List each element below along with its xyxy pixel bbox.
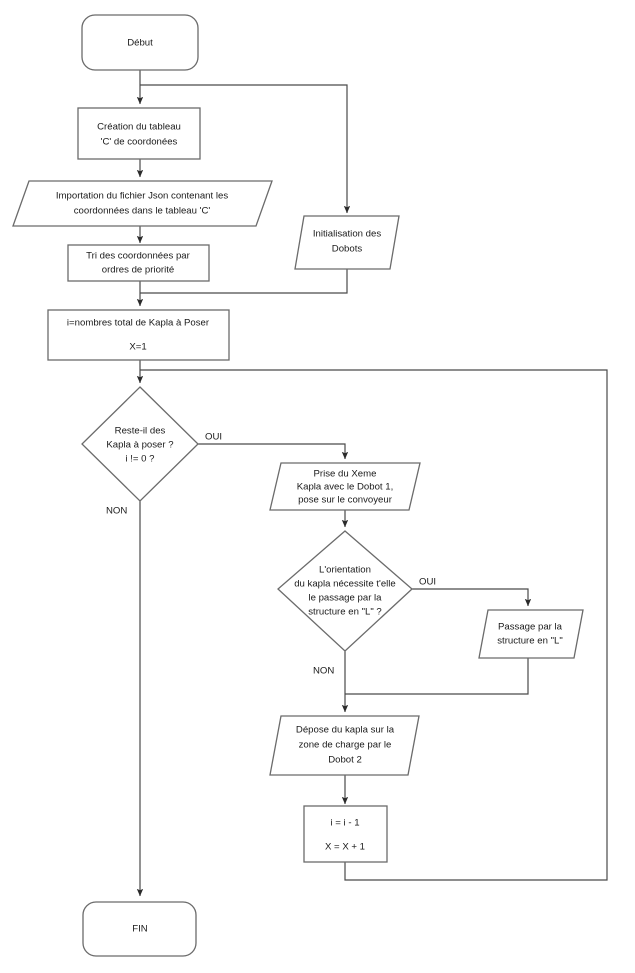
pass-l-structure-shape	[478, 609, 584, 659]
sort-coords-label-line2: ordres de priorité	[102, 265, 175, 276]
sort-coords-label-line1: Tri des coordonnées par	[86, 251, 190, 262]
init-counters-label-line1: i=nombres total de Kapla à Poser	[67, 318, 210, 329]
decision-orientation-label-line3: le passage par la	[308, 593, 382, 604]
pick-kapla-label-line3: pose sur le convoyeur	[298, 495, 393, 506]
create-array-shape	[77, 107, 201, 160]
connector-orientation-yes-to-pass-l	[412, 588, 532, 607]
connector-start-to-init-dobots	[140, 84, 351, 214]
connector-remaining-yes-to-pick	[198, 443, 349, 460]
node-init-counters[interactable]: i=nombres total de Kapla à Poser X=1	[47, 309, 230, 361]
create-array-label-line1: Création du tableau	[97, 122, 181, 133]
decision-remaining-label-line3: i != 0 ?	[125, 454, 154, 465]
init-dobots-label-line1: Initialisation des	[313, 229, 381, 240]
decision-orientation-label-line1: L'orientation	[319, 565, 371, 576]
node-end[interactable]: FIN	[82, 901, 197, 957]
connector-pass-l-to-merge	[345, 658, 529, 695]
init-counters-shape	[47, 309, 230, 361]
decision-remaining-shape	[81, 386, 199, 502]
connector-loop-return	[140, 369, 608, 881]
connector-init-dobots-to-spine	[140, 269, 348, 294]
sort-coords-shape	[67, 244, 210, 282]
node-pick-kapla[interactable]: Prise du Xeme Kapla avec le Dobot 1, pos…	[269, 462, 421, 511]
update-counters-shape	[303, 805, 388, 863]
drop-kapla-label-line1: Dépose du kapla sur la	[296, 725, 395, 736]
edge-label-remaining-yes: OUI	[205, 432, 222, 443]
edge-label-orientation-yes: OUI	[419, 577, 436, 588]
init-dobots-shape	[294, 215, 400, 270]
init-counters-label-line2: X=1	[129, 342, 146, 353]
update-counters-label-line1: i = i - 1	[330, 818, 359, 829]
edge-label-orientation-no: NON	[313, 666, 334, 677]
init-dobots-label-line2: Dobots	[332, 244, 363, 255]
node-import-json[interactable]: Importation du fichier Json contenant le…	[12, 180, 273, 227]
start-label: Début	[127, 38, 153, 49]
drop-kapla-label-line3: Dobot 2	[328, 755, 362, 766]
node-decision-orientation[interactable]: L'orientation du kapla nécessite t'elle …	[277, 530, 413, 652]
decision-orientation-shape	[277, 530, 413, 652]
drop-kapla-label-line2: zone de charge par le	[299, 740, 392, 751]
decision-remaining-label-line2: Kapla à poser ?	[106, 440, 173, 451]
update-counters-label-line2: X = X + 1	[325, 842, 365, 853]
end-label: FIN	[132, 924, 148, 935]
node-start[interactable]: Début	[81, 14, 199, 71]
pick-kapla-label-line2: Kapla avec le Dobot 1,	[297, 482, 394, 493]
node-init-dobots[interactable]: Initialisation des Dobots	[294, 215, 400, 270]
edge-label-remaining-no: NON	[106, 506, 127, 517]
start-shape	[81, 14, 199, 71]
node-sort-coords[interactable]: Tri des coordonnées par ordres de priori…	[67, 244, 210, 282]
drop-kapla-shape	[269, 715, 420, 776]
pass-l-structure-label-line2: structure en "L"	[497, 636, 562, 647]
node-update-counters[interactable]: i = i - 1 X = X + 1	[303, 805, 388, 863]
import-json-label-line2: coordonnées dans le tableau 'C'	[74, 206, 211, 217]
decision-remaining-label-line1: Reste-il des	[115, 426, 166, 437]
node-decision-remaining[interactable]: Reste-il des Kapla à poser ? i != 0 ?	[81, 386, 199, 502]
node-create-array[interactable]: Création du tableau 'C' de coordonées	[77, 107, 201, 160]
create-array-label-line2: 'C' de coordonées	[101, 137, 178, 148]
decision-orientation-label-line2: du kapla nécessite t'elle	[294, 579, 396, 590]
import-json-label-line1: Importation du fichier Json contenant le…	[56, 191, 228, 202]
decision-orientation-label-line4: structure en "L" ?	[308, 607, 381, 618]
end-shape	[82, 901, 197, 957]
node-drop-kapla[interactable]: Dépose du kapla sur la zone de charge pa…	[269, 715, 420, 776]
node-pass-l-structure[interactable]: Passage par la structure en "L"	[478, 609, 584, 659]
pick-kapla-label-line1: Prise du Xeme	[314, 469, 377, 480]
pick-kapla-shape	[269, 462, 421, 511]
pass-l-structure-label-line1: Passage par la	[498, 622, 563, 633]
import-json-shape	[12, 180, 273, 227]
